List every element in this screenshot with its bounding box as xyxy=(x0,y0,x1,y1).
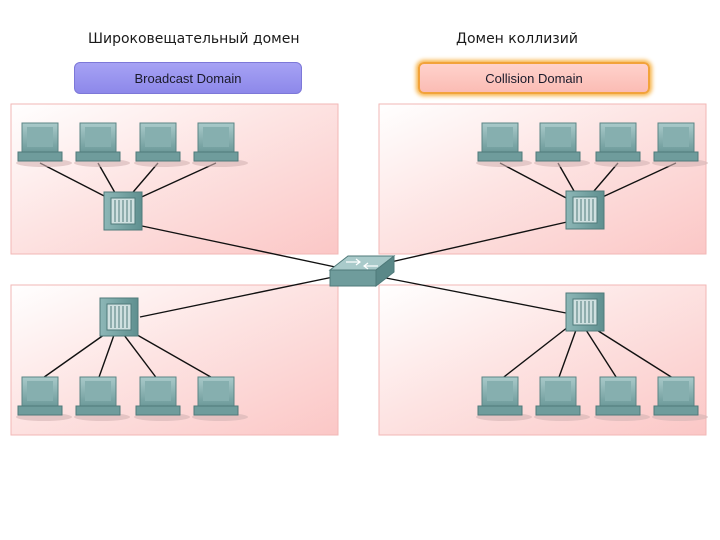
broadcast-domain-legend: Broadcast Domain xyxy=(74,62,302,94)
host-computer-icon xyxy=(476,122,532,167)
hub-icon xyxy=(565,292,605,332)
hub-icon xyxy=(99,297,139,337)
host-computer-icon xyxy=(134,122,190,167)
host-computer-icon xyxy=(192,122,248,167)
host-computer-icon xyxy=(74,122,130,167)
host-computer-icon xyxy=(652,122,708,167)
host-computer-icon xyxy=(594,122,650,167)
broadcast-domain-caption: Широковещательный домен xyxy=(88,31,300,47)
host-computer-icon xyxy=(74,376,130,421)
hub-icon xyxy=(103,191,143,231)
hub-icon xyxy=(565,190,605,230)
host-computer-icon xyxy=(16,122,72,167)
collision-domain-label: Collision Domain xyxy=(485,70,583,86)
host-computer-icon xyxy=(594,376,650,421)
host-computer-icon xyxy=(534,122,590,167)
collision-domain-caption: Домен коллизий xyxy=(456,31,578,47)
host-computer-icon xyxy=(652,376,708,421)
broadcast-domain-label: Broadcast Domain xyxy=(134,70,242,86)
collision-domain-legend: Collision Domain xyxy=(418,62,650,94)
host-computer-icon xyxy=(476,376,532,421)
host-computer-icon xyxy=(192,376,248,421)
links xyxy=(39,162,677,381)
host-computer-icon xyxy=(16,376,72,421)
switch-icon xyxy=(328,254,396,288)
host-computer-icon xyxy=(134,376,190,421)
host-computer-icon xyxy=(534,376,590,421)
